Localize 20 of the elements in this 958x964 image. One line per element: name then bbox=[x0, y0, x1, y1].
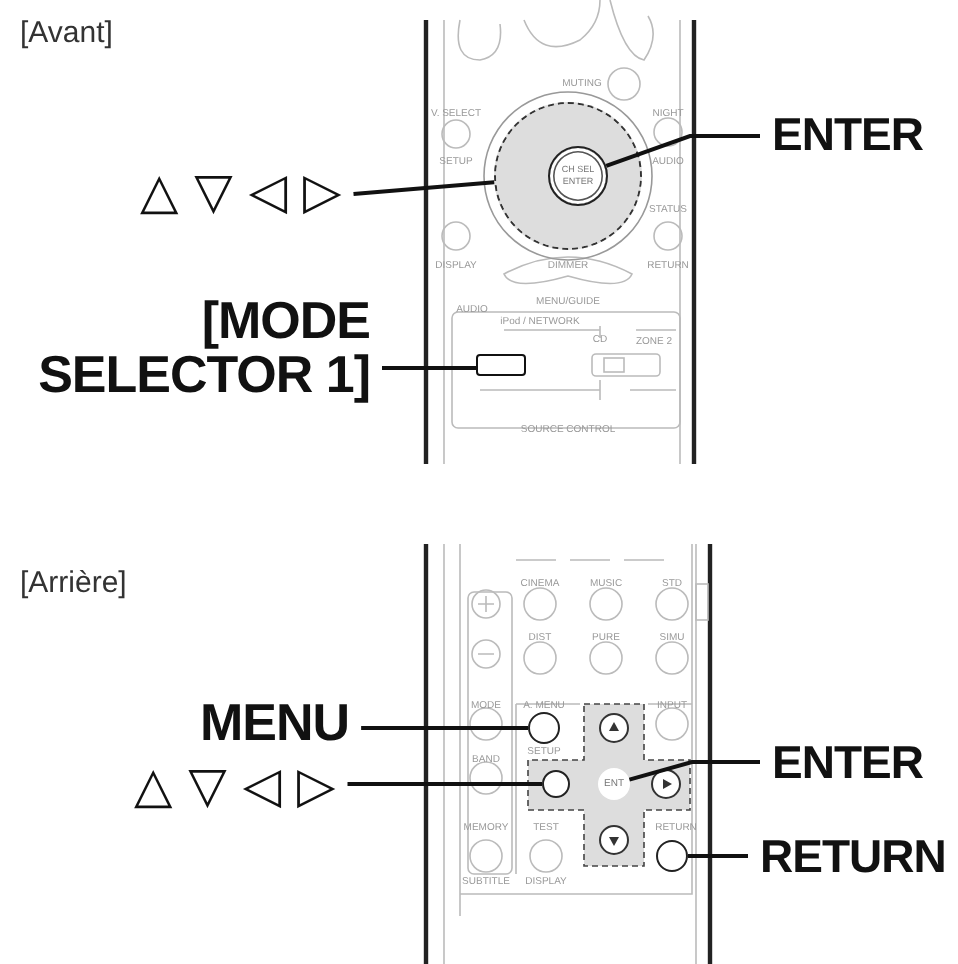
remote-button bbox=[528, 712, 560, 744]
leader-line bbox=[361, 726, 528, 730]
direction-keys-label: △ ▽ ◁ ▷ bbox=[140, 164, 342, 220]
slide-switch bbox=[476, 354, 526, 376]
leader-line bbox=[628, 760, 760, 782]
leader-line bbox=[605, 134, 760, 168]
remote-button bbox=[656, 840, 688, 872]
view-heading: [Arrière] bbox=[20, 566, 127, 600]
cursor-dial bbox=[494, 102, 642, 250]
leader-line bbox=[347, 782, 542, 786]
leader-line bbox=[382, 366, 476, 370]
view-heading: [Avant] bbox=[20, 16, 113, 50]
direction-keys-label: △ ▽ ◁ ▷ bbox=[134, 758, 336, 814]
callout-label: ENTER bbox=[772, 736, 923, 788]
callout-label: [MODE SELECTOR 1] bbox=[10, 294, 370, 402]
leader-line bbox=[353, 180, 495, 196]
callout-label: RETURN bbox=[760, 830, 946, 882]
leader-line bbox=[688, 854, 748, 858]
callout-label: MENU bbox=[200, 696, 350, 750]
callout-label: ENTER bbox=[772, 108, 923, 160]
